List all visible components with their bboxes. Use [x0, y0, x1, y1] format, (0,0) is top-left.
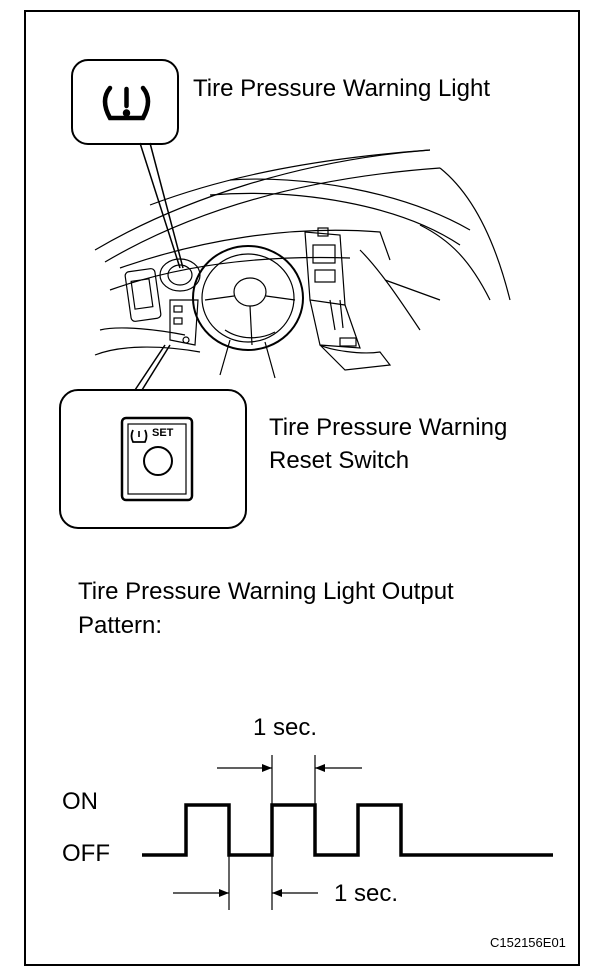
output-pattern-waveform — [142, 803, 553, 857]
pattern-title-line2: Pattern: — [78, 612, 163, 639]
waveform-line — [142, 803, 553, 857]
tire-pressure-set-switch-icon — [120, 416, 194, 502]
reset-switch-callout — [59, 389, 247, 529]
on-label: ON — [62, 788, 98, 815]
warning-light-callout — [71, 59, 184, 269]
interval-top-arrowhead-right — [315, 764, 325, 772]
figure-code: C152156E01 — [490, 935, 566, 950]
interval-markers — [173, 755, 362, 910]
interval-bottom-arrowhead-left — [219, 889, 229, 897]
interval-top-arrowhead-left — [262, 764, 272, 772]
tire-pressure-warning-icon — [102, 85, 151, 121]
reset-switch-label-line2: Reset Switch — [269, 447, 410, 474]
dashboard-illustration — [94, 149, 511, 379]
interval-label-bottom: 1 sec. — [334, 880, 399, 907]
interval-label-top: 1 sec. — [253, 714, 318, 741]
reset-switch-label-line1: Tire Pressure Warning — [269, 414, 508, 441]
pattern-title-line1: Tire Pressure Warning Light Output — [78, 578, 454, 605]
interval-bottom-arrowhead-right — [272, 889, 282, 897]
warning-light-label: Tire Pressure Warning Light — [193, 75, 490, 102]
switch-set-text: SET — [152, 427, 174, 439]
off-label: OFF — [62, 840, 110, 867]
